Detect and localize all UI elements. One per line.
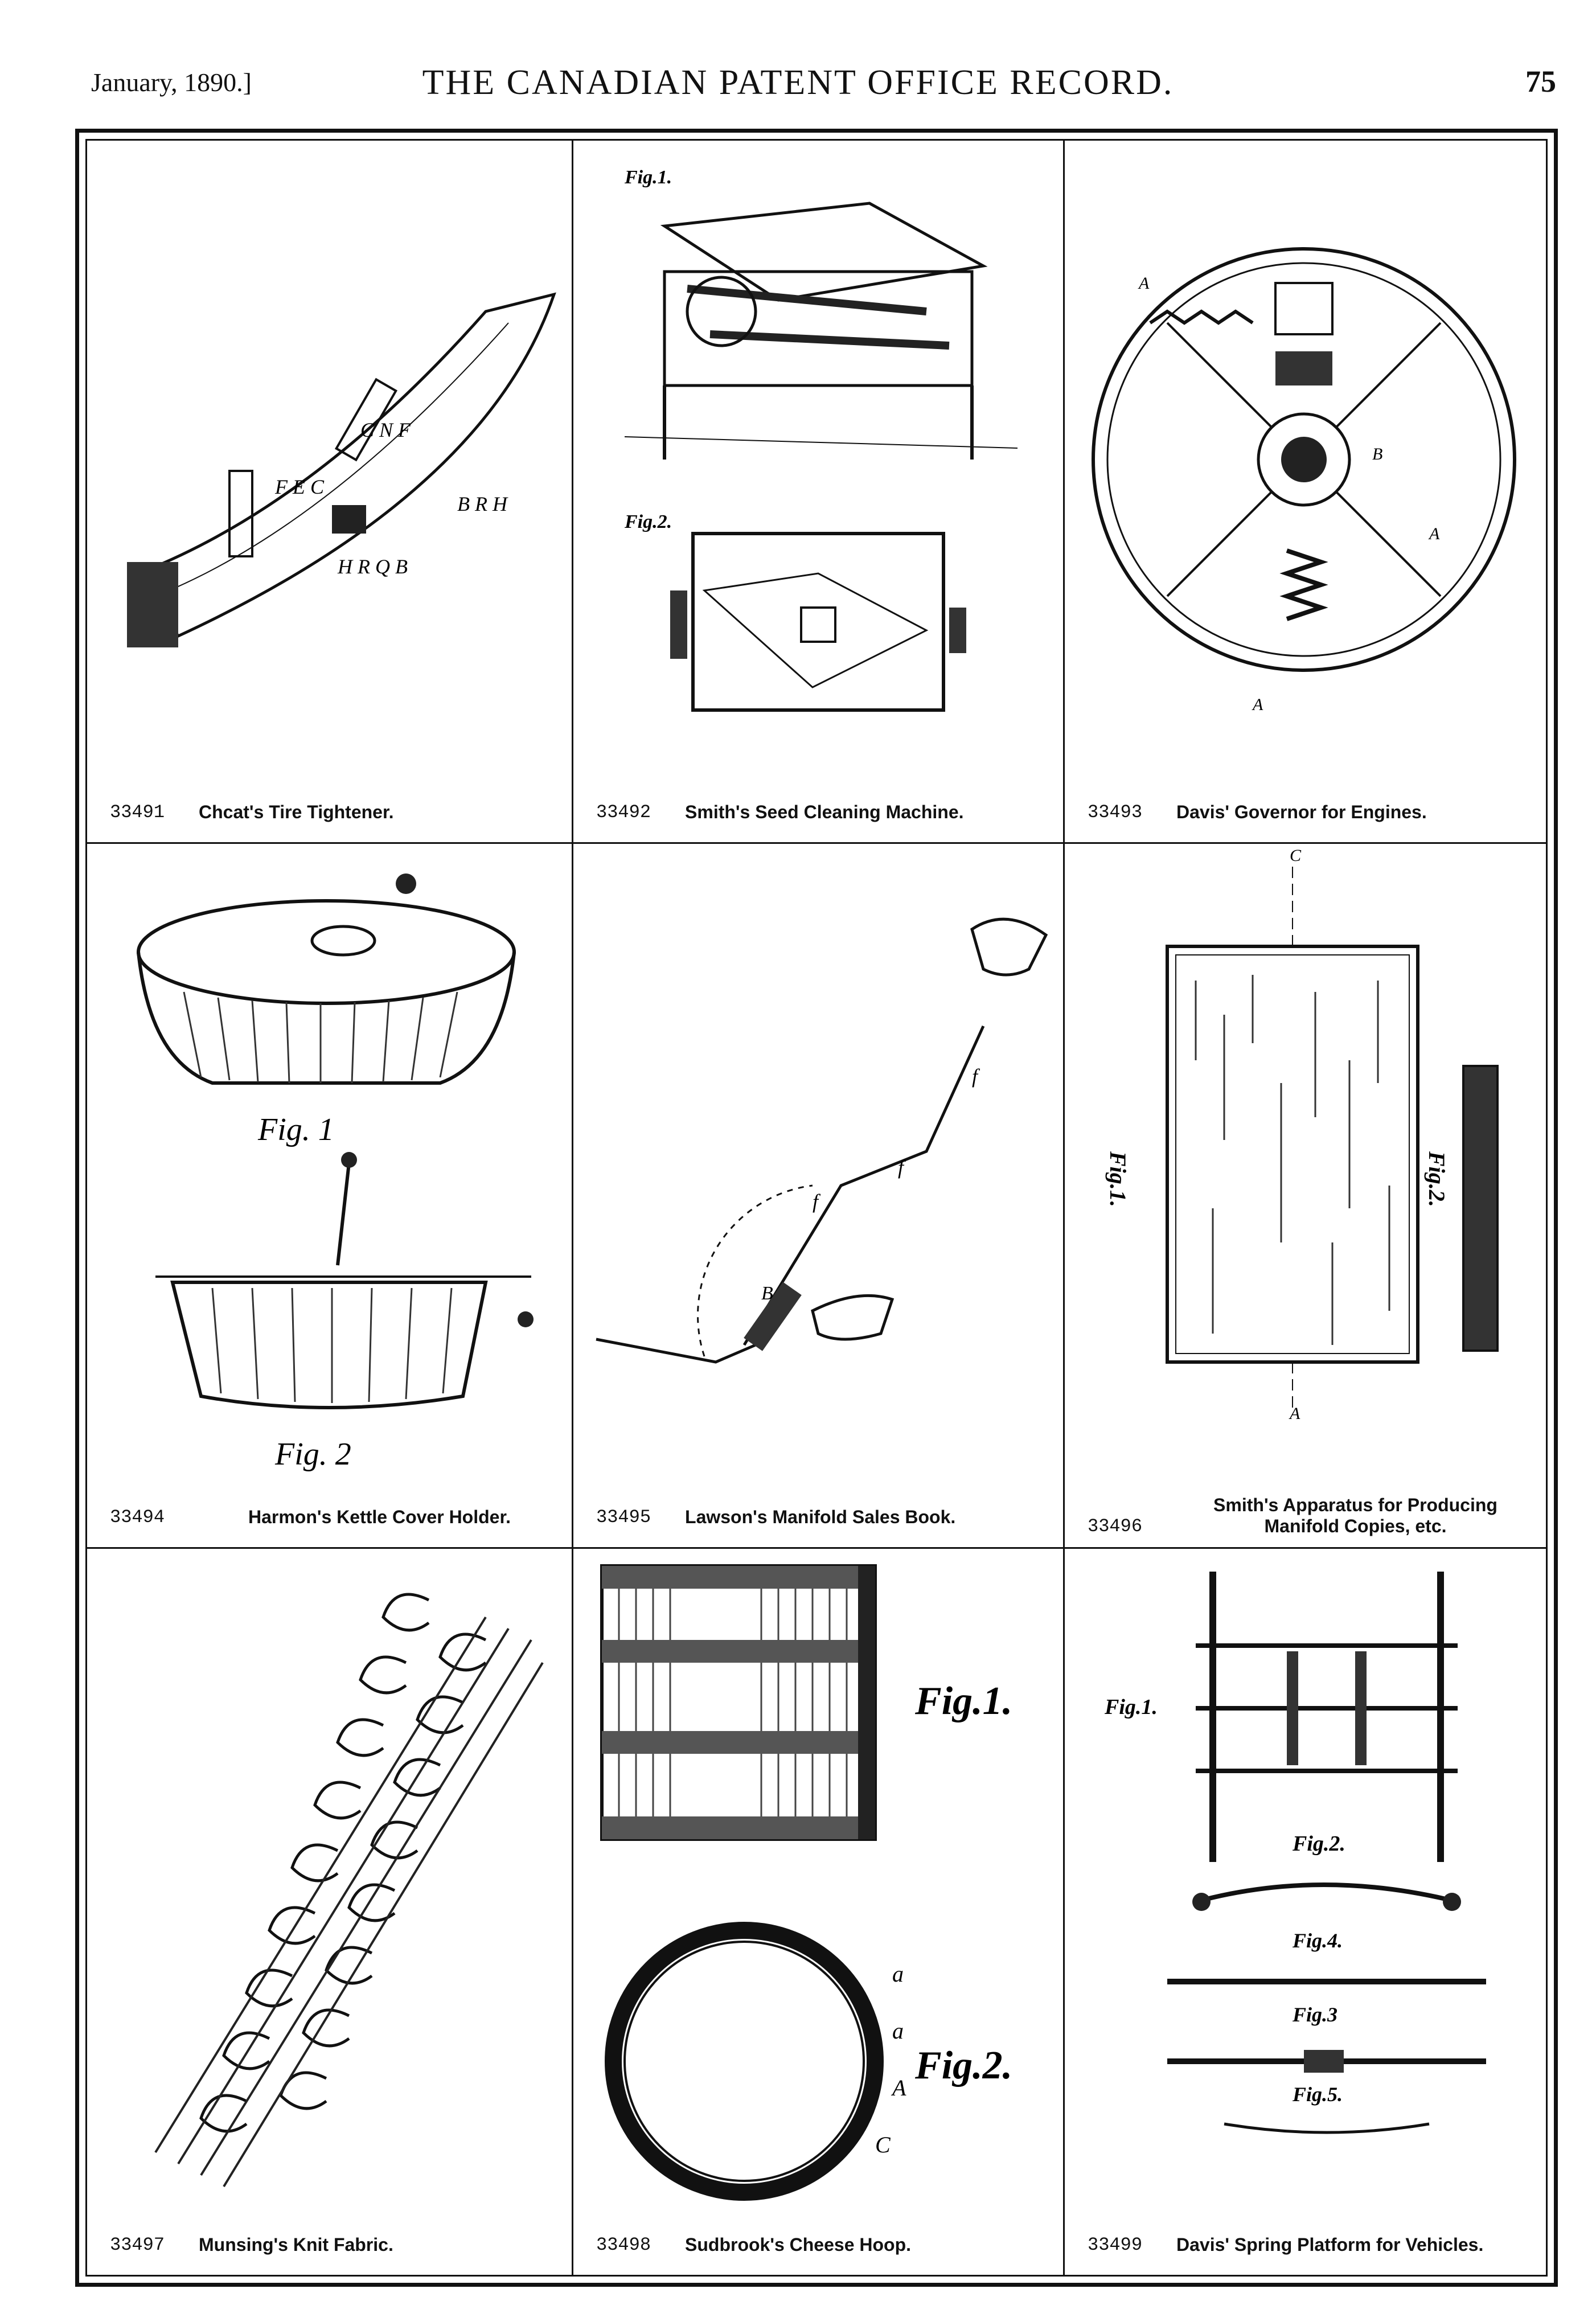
figure-label: Fig.2. — [1424, 1151, 1450, 1207]
kettle-icon: Fig. 1 Fig. 2 — [137, 873, 534, 1472]
figure-label: Fig.1. — [914, 1679, 1012, 1723]
patent-caption: 33491 Chcat's Tire Tightener. — [110, 802, 560, 823]
knit-fabric-icon — [154, 1593, 544, 2188]
grid-divider — [572, 141, 573, 2275]
svg-text:C: C — [1290, 846, 1302, 865]
svg-text:B: B — [1372, 445, 1382, 464]
patent-cell-33495: f f f B 33495 Lawson's Manifold Sales Bo… — [573, 844, 1063, 1547]
patent-number: 33493 — [1088, 802, 1143, 823]
svg-text:A: A — [891, 2075, 906, 2101]
svg-text:B R H: B R H — [457, 493, 508, 515]
patent-cell-33497: 33497 Munsing's Knit Fabric. — [87, 1549, 572, 2275]
patent-caption: 33493 Davis' Governor for Engines. — [1088, 802, 1535, 823]
patent-title: Sudbrook's Cheese Hoop. — [685, 2234, 912, 2255]
figure-label: Fig.1. — [1105, 1151, 1131, 1207]
patent-grid: F E C C N F H R Q B B R H 33491 Chcat's … — [87, 141, 1546, 2275]
patent-cell-33492: Fig.1. Fig.2. 33492 Smith's Seed Cleanin… — [573, 141, 1063, 842]
seed-machine-icon: Fig.1. Fig.2. — [624, 167, 1018, 712]
grid-divider — [87, 842, 1546, 844]
patent-caption: 33496 Smith's Apparatus for Producing Ma… — [1088, 1495, 1535, 1537]
patent-number: 33494 — [110, 1507, 165, 1528]
cheese-hoop-icon: Fig.1. Fig.2. a a A C — [600, 1564, 1012, 2201]
figure-label: Fig.1. — [1104, 1695, 1158, 1719]
figure-label: Fig.2. — [914, 2044, 1012, 2087]
svg-text:A: A — [1252, 695, 1263, 714]
patent-number: 33497 — [110, 2234, 165, 2255]
svg-text:A: A — [1138, 274, 1150, 293]
patent-title: Munsing's Knit Fabric. — [199, 2234, 393, 2255]
patent-title: Smith's Apparatus for Producing Manifold… — [1213, 1495, 1497, 1536]
grid-divider — [1063, 141, 1065, 2275]
patent-cell-33493: A A A B 33493 Davis' Governor for Engine… — [1065, 141, 1546, 842]
svg-text:F E C: F E C — [274, 475, 325, 498]
patent-cell-33498: Fig.1. Fig.2. a a A C 33498 Sudbrook's C… — [573, 1549, 1063, 2275]
inner-frame — [85, 139, 1548, 2277]
patent-title: Harmon's Kettle Cover Holder. — [248, 1507, 511, 1527]
patent-title: Lawson's Manifold Sales Book. — [685, 1507, 956, 1527]
grid-divider — [87, 1547, 1546, 1549]
spring-platform-icon: Fig.1. Fig.2. Fig.4. Fig.3 Fig.5. — [1104, 1572, 1486, 2134]
figure-label: Fig. 1 — [257, 1112, 334, 1147]
governor-wheel-icon: A A A B — [1092, 247, 1516, 714]
patent-number: 33499 — [1088, 2234, 1143, 2255]
figure-label: Fig.1. — [624, 167, 672, 188]
header-date: January, 1890.] — [91, 68, 252, 97]
patent-number: 33496 — [1088, 1516, 1143, 1537]
figure-label: Fig.2. — [624, 511, 672, 532]
patent-cell-33499: Fig.1. Fig.2. Fig.4. Fig.3 Fig.5. 33499 … — [1065, 1549, 1546, 2275]
patent-caption: 33494 Harmon's Kettle Cover Holder. — [110, 1507, 560, 1528]
patent-cell-33494: Fig. 1 Fig. 2 33494 Harmon's Kettle Cove… — [87, 844, 572, 1547]
page-number: 75 — [1525, 64, 1556, 99]
patent-number: 33491 — [110, 802, 165, 823]
svg-text:C N F: C N F — [360, 419, 411, 441]
figure-label: Fig.2. — [1292, 1832, 1345, 1856]
svg-text:C: C — [875, 2132, 891, 2158]
patent-caption: 33492 Smith's Seed Cleaning Machine. — [596, 802, 1052, 823]
svg-text:a: a — [892, 2018, 904, 2044]
patent-caption: 33498 Sudbrook's Cheese Hoop. — [596, 2234, 1052, 2255]
patent-number: 33492 — [596, 802, 651, 823]
patent-number: 33495 — [596, 1507, 651, 1528]
outer-frame — [75, 129, 1558, 2287]
svg-text:A: A — [1289, 1404, 1300, 1423]
page-header: January, 1890.] THE CANADIAN PATENT OFFI… — [0, 0, 1596, 131]
svg-text:H R Q B: H R Q B — [337, 555, 408, 578]
svg-text:B: B — [761, 1283, 773, 1304]
svg-text:f: f — [813, 1190, 821, 1213]
tire-segment-icon: F E C C N F H R Q B B R H — [127, 292, 556, 647]
manifold-board-icon: Fig.1. Fig.2. C A — [1105, 846, 1499, 1423]
patent-title: Smith's Seed Cleaning Machine. — [685, 802, 964, 822]
patent-caption: 33499 Davis' Spring Platform for Vehicle… — [1088, 2234, 1535, 2255]
patent-cell-33496: Fig.1. Fig.2. C A 33496 Smith's Apparatu… — [1065, 844, 1546, 1547]
figure-label: Fig. 2 — [274, 1437, 351, 1472]
svg-text:f: f — [972, 1065, 980, 1088]
figure-label: Fig.4. — [1292, 1929, 1343, 1952]
patent-title: Davis' Governor for Engines. — [1176, 802, 1427, 822]
patent-number: 33498 — [596, 2234, 651, 2255]
svg-text:a: a — [892, 1961, 904, 1987]
patent-caption: 33495 Lawson's Manifold Sales Book. — [596, 1507, 1052, 1528]
svg-text:A: A — [1428, 524, 1440, 543]
figure-label: Fig.5. — [1292, 2083, 1343, 2106]
patent-cell-33491: F E C C N F H R Q B B R H 33491 Chcat's … — [87, 141, 572, 842]
patent-caption: 33497 Munsing's Knit Fabric. — [110, 2234, 560, 2255]
patent-title: Davis' Spring Platform for Vehicles. — [1176, 2234, 1484, 2255]
patent-title: Chcat's Tire Tightener. — [199, 802, 394, 822]
sales-book-hands-icon: f f f B — [596, 917, 1048, 1364]
header-title: THE CANADIAN PATENT OFFICE RECORD. — [422, 63, 1174, 102]
figure-label: Fig.3 — [1292, 2003, 1337, 2026]
